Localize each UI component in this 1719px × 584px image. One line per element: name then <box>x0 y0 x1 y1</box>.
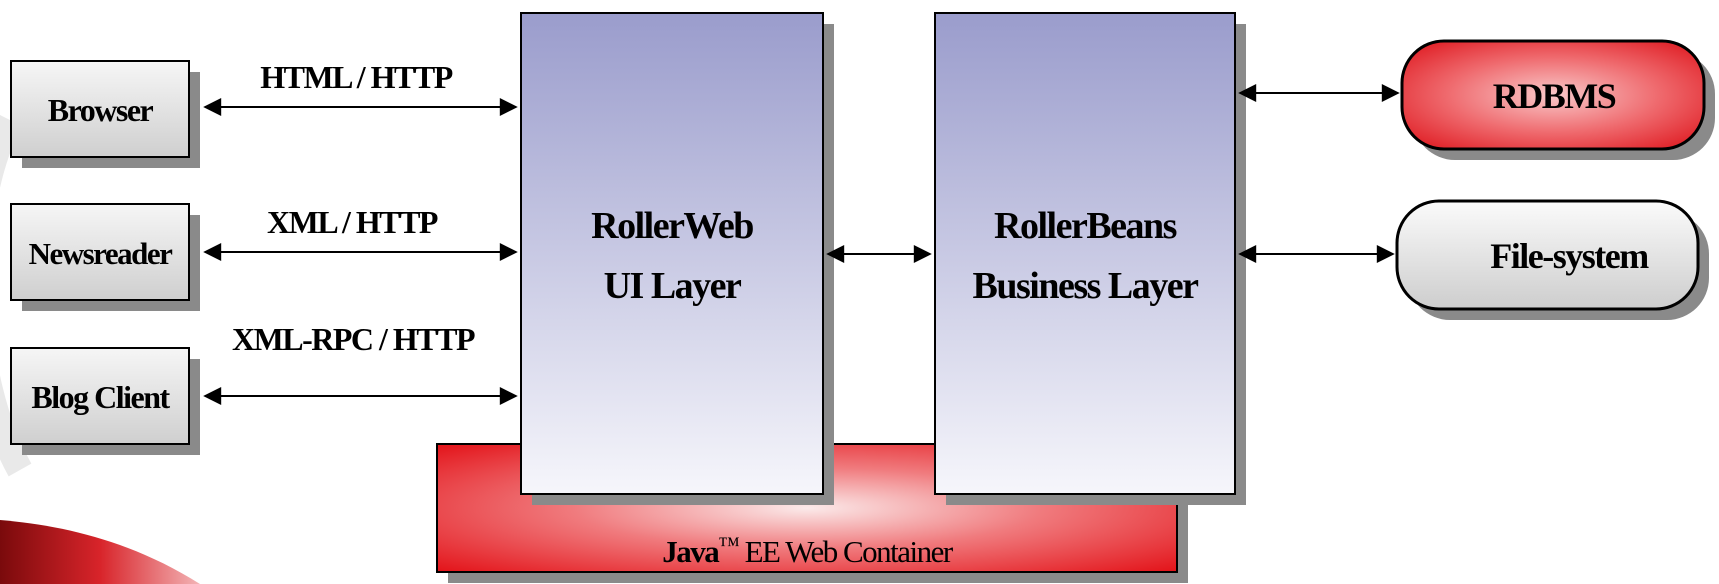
background-decoration <box>0 115 200 584</box>
protocol-xml-rpc-http-label: XML-RPC / HTTP <box>232 321 475 357</box>
client-newsreader-box <box>10 203 190 301</box>
filesystem-label: File-system <box>1490 236 1649 276</box>
rdbms-label: RDBMS <box>1493 76 1616 116</box>
container-label-prefix: Java <box>662 534 720 569</box>
rollerweb-layer: RollerWeb UI Layer <box>520 12 834 505</box>
backend-filesystem: File-system <box>1395 199 1709 320</box>
protocol-xml-http-label: XML / HTTP <box>267 204 438 240</box>
rollerweb-subtitle: UI Layer <box>604 265 742 307</box>
filesystem-box <box>1395 199 1700 311</box>
client-blog: Blog Client <box>10 347 200 455</box>
client-browser-box <box>10 60 190 158</box>
container-label-trademark: ™ <box>718 532 739 557</box>
rollerweb-box <box>520 12 824 495</box>
client-browser-label: Browser <box>48 92 154 128</box>
rdbms-box <box>1400 39 1706 151</box>
rollerbeans-box <box>934 12 1236 495</box>
rollerbeans-title: RollerBeans <box>994 205 1177 247</box>
globe-arc-decoration <box>0 115 32 477</box>
backend-rdbms: RDBMS <box>1400 39 1715 160</box>
protocol-html-http-label: HTML / HTTP <box>260 59 452 95</box>
client-blog-label: Blog Client <box>31 379 170 415</box>
swoosh-decoration <box>0 520 200 584</box>
web-container: Java™ EE Web Container <box>436 443 1188 583</box>
client-browser: Browser <box>10 60 200 168</box>
client-newsreader: Newsreader <box>10 203 200 311</box>
container-label: Java™ EE Web Container <box>662 532 954 569</box>
client-newsreader-label: Newsreader <box>29 236 174 271</box>
rollerweb-title: RollerWeb <box>591 205 753 247</box>
client-blog-box <box>10 347 190 445</box>
container-label-suffix: EE Web Container <box>738 534 954 569</box>
rollerbeans-subtitle: Business Layer <box>973 265 1200 307</box>
rollerbeans-layer: RollerBeans Business Layer <box>934 12 1246 505</box>
